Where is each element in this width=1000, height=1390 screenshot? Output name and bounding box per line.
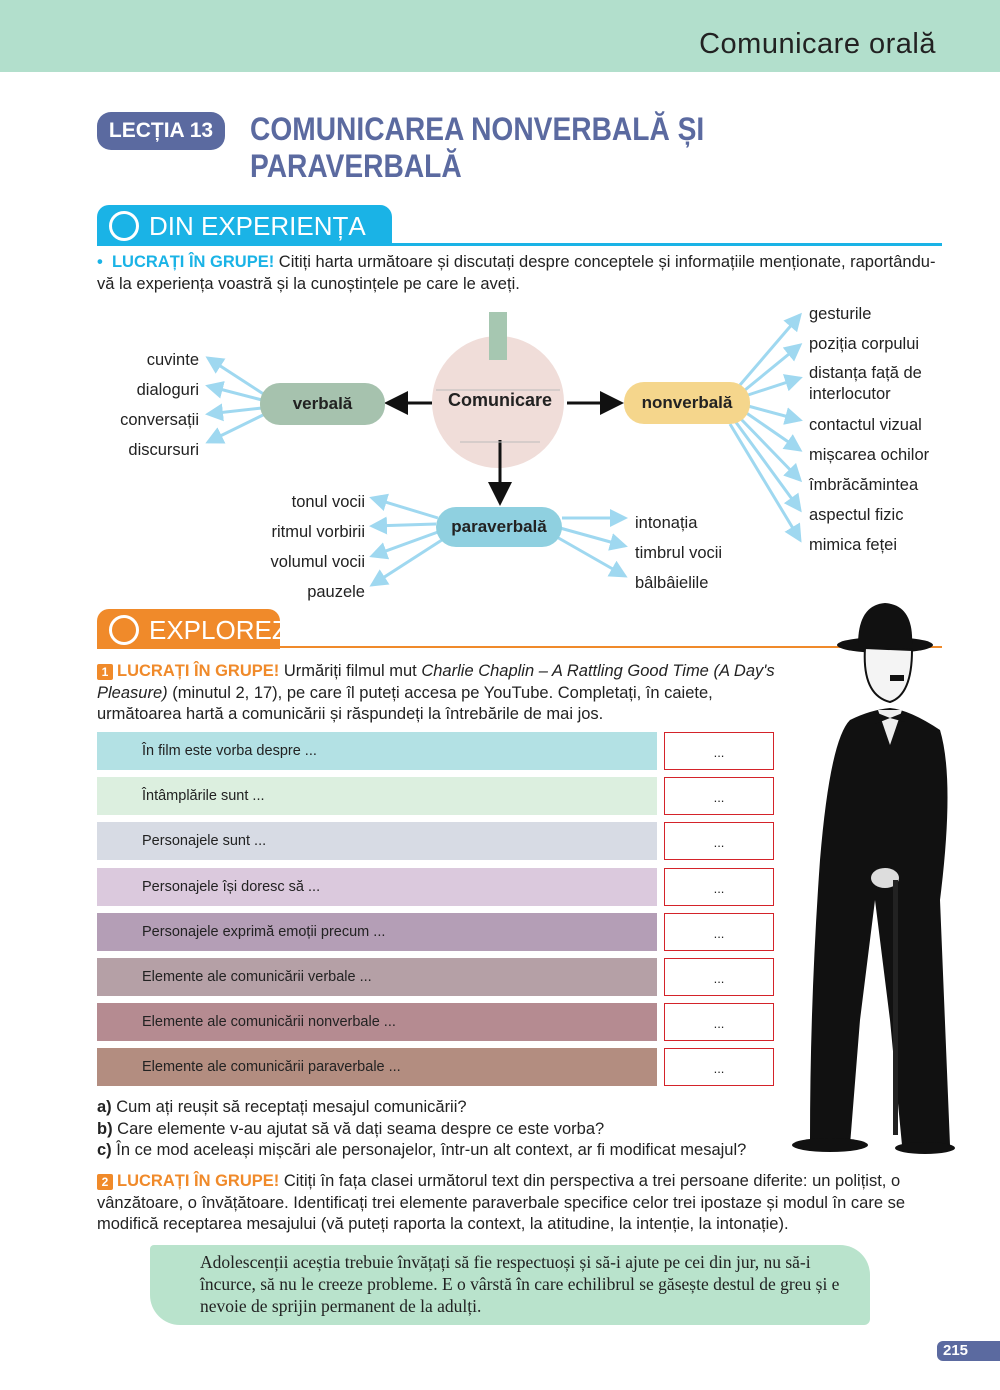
map-row-label: Elemente ale comunicării paraverbale ...: [97, 1048, 657, 1087]
history-clock-icon: [109, 211, 139, 241]
paraverbala-item: volumul vocii: [270, 553, 365, 571]
task-label: LUCRAȚI ÎN GRUPE!: [117, 1172, 280, 1190]
question-text: Care elemente v-au ajutat să vă dați sea…: [117, 1119, 605, 1138]
answer-box: ...: [664, 777, 774, 816]
paraverbala-item: intonația: [635, 514, 698, 532]
lesson-badge: LECȚIA 13: [97, 112, 225, 150]
questions: a) Cum ați reușit să receptați mesajul c…: [97, 1097, 797, 1162]
paraverbala-item: bâlbâielile: [635, 574, 709, 592]
node-paraverbala: paraverbală: [436, 507, 562, 547]
map-row-label: Elemente ale comunicării verbale ...: [97, 958, 657, 996]
header-band: [0, 0, 1000, 72]
paraverbala-item: ritmul vorbirii: [271, 523, 365, 541]
verbala-list: cuvinte dialoguri conversații discursuri: [120, 345, 199, 465]
explorez-header: EXPLOREZ: [97, 609, 288, 649]
paraverbala-right-list: intonația timbrul vocii bâlbâielile: [635, 508, 722, 598]
paraverbala-left-list: tonul vocii ritmul vorbirii volumul voci…: [271, 487, 365, 607]
film-title: Charlie Chaplin – A Rattling Good Time (…: [97, 662, 775, 702]
mindmap-center: Comunicare: [447, 390, 553, 410]
paraverbala-item: pauzele: [307, 583, 365, 601]
compass-icon: [109, 615, 139, 645]
task-number: 1: [97, 664, 113, 680]
nonverbala-list: gesturile poziția corpului distanța față…: [809, 299, 949, 560]
verbala-item: dialoguri: [136, 381, 199, 399]
nonverbala-item: mișcarea ochilor: [809, 446, 930, 464]
map-row-label: Personajele sunt ...: [97, 822, 657, 861]
answer-box: ...: [664, 912, 774, 951]
map-row-label: Personajele își doresc să ...: [97, 867, 657, 906]
lesson-title: COMUNICAREA NONVERBALĂ ȘI PARAVERBALĂ: [250, 111, 705, 184]
nonverbala-item: aspectul fizic: [809, 506, 904, 524]
task-label: LUCRAȚI ÎN GRUPE!: [111, 253, 275, 271]
nonverbala-item: contactul vizual: [809, 416, 922, 434]
task-label: LUCRAȚI ÎN GRUPE!: [117, 662, 280, 680]
din-experienta-header: DIN EXPERIENȚA MEA: [97, 205, 392, 283]
question-letter: c): [97, 1141, 112, 1159]
verbala-item: conversații: [120, 411, 199, 429]
nonverbala-item: îmbrăcămintea: [809, 476, 919, 494]
din-experienta-title: DIN EXPERIENȚA MEA: [149, 211, 365, 283]
answer-box: ...: [664, 822, 774, 861]
answer-box: ...: [664, 1003, 774, 1042]
question: b) Care elemente v-au ajutat să vă dați …: [97, 1119, 797, 1141]
nonverbala-item: poziția corpului: [809, 335, 920, 353]
task-number: 2: [97, 1174, 113, 1190]
task-text: Citiți harta următoare și discutați desp…: [97, 253, 936, 293]
question-letter: b): [97, 1119, 113, 1138]
explorez-title: EXPLOREZ: [149, 615, 288, 645]
verbala-item: discursuri: [128, 441, 199, 459]
verbala-item: cuvinte: [146, 351, 199, 369]
task-text: Citiți în fața clasei următorul text din…: [97, 1172, 906, 1233]
question-letter: a): [97, 1098, 112, 1116]
paraverbala-item: timbrul vocii: [635, 544, 723, 562]
din-task: • LUCRAȚI ÎN GRUPE! Citiți harta următoa…: [97, 252, 942, 295]
section-title: Comunicare orală: [699, 28, 936, 60]
divider: [97, 243, 942, 246]
answer-box: ...: [664, 867, 774, 906]
map-row-label: Personajele exprimă emoții precum ...: [97, 912, 657, 951]
mindmap-arrows: [205, 312, 803, 587]
paraverbala-item: tonul vocii: [291, 493, 365, 511]
answer-box: ...: [664, 732, 774, 770]
nonverbala-item: mimica feței: [809, 536, 898, 554]
map-row-label: În film este vorba despre ...: [97, 732, 657, 770]
nonverbala-item: gesturile: [809, 305, 872, 323]
task-text: (minutul 2, 17), pe care îl puteți acces…: [97, 683, 713, 724]
node-nonverbala: nonverbală: [624, 382, 750, 424]
quote-text: Adolescenții aceștia trebuie învățați să…: [150, 1245, 870, 1325]
page-number: 215: [937, 1341, 1000, 1361]
map-row-label: Elemente ale comunicării nonverbale ...: [97, 1003, 657, 1042]
question: c) În ce mod aceleași mișcări ale person…: [97, 1140, 797, 1162]
question-text: Cum ați reușit să receptați mesajul comu…: [116, 1098, 467, 1116]
answer-box: ...: [664, 1048, 774, 1087]
divider: [97, 646, 942, 648]
charlie-chaplin-illustration: [792, 603, 955, 1154]
map-row-label: Întâmplările sunt ...: [97, 777, 657, 816]
question: a) Cum ați reușit să receptați mesajul c…: [97, 1097, 797, 1119]
answer-box: ...: [664, 958, 774, 996]
task-text: Urmăriți filmul mut: [279, 662, 422, 680]
nonverbala-item: distanța față de interlocutor: [809, 364, 922, 403]
node-verbala: verbală: [260, 383, 385, 425]
question-text: În ce mod aceleași mișcări ale personaje…: [116, 1141, 747, 1159]
bullet: •: [97, 253, 112, 271]
